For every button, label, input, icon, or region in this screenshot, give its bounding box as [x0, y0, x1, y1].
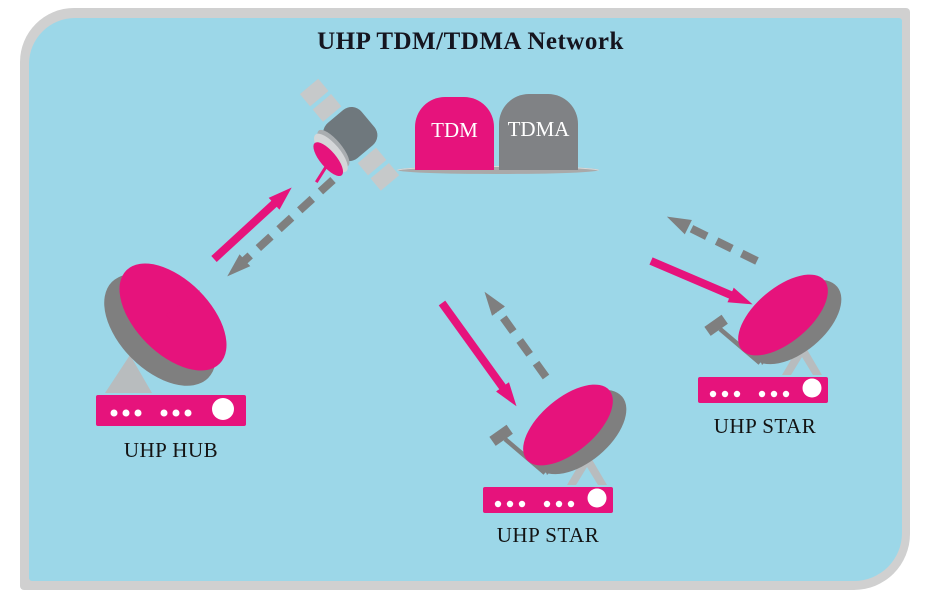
hub-downlink-arrow — [227, 177, 336, 277]
diagram-title: UHP TDM/TDMA Network — [317, 28, 624, 55]
star1-downlink-arrow — [438, 300, 517, 407]
tdm-badge-label: TDM — [431, 118, 478, 142]
hub-dish-icon — [104, 263, 227, 386]
tdma-badge-label: TDMA — [507, 116, 570, 141]
hub-uplink-arrow — [211, 187, 292, 262]
hub-modem-icon — [96, 395, 246, 426]
tdm-badge: TDM — [415, 97, 494, 170]
uhp-star-1-terminal-icon — [483, 370, 641, 513]
star1-uplink-arrow — [484, 291, 550, 380]
uhp-star-2-label: UHP STAR — [713, 414, 817, 438]
uhp-hub-label: UHP HUB — [123, 438, 219, 462]
uhp-hub-node — [96, 263, 246, 426]
satellite-icon — [299, 78, 400, 191]
hub-pedestal — [105, 355, 152, 393]
tdma-badge: TDMA — [499, 94, 578, 170]
star2-downlink-arrow — [649, 257, 753, 305]
uhp-star-2-terminal-icon — [698, 260, 856, 403]
star2-uplink-arrow — [666, 216, 759, 265]
uhp-star-1-label: UHP STAR — [496, 523, 600, 547]
carrier-baseline — [397, 166, 599, 174]
